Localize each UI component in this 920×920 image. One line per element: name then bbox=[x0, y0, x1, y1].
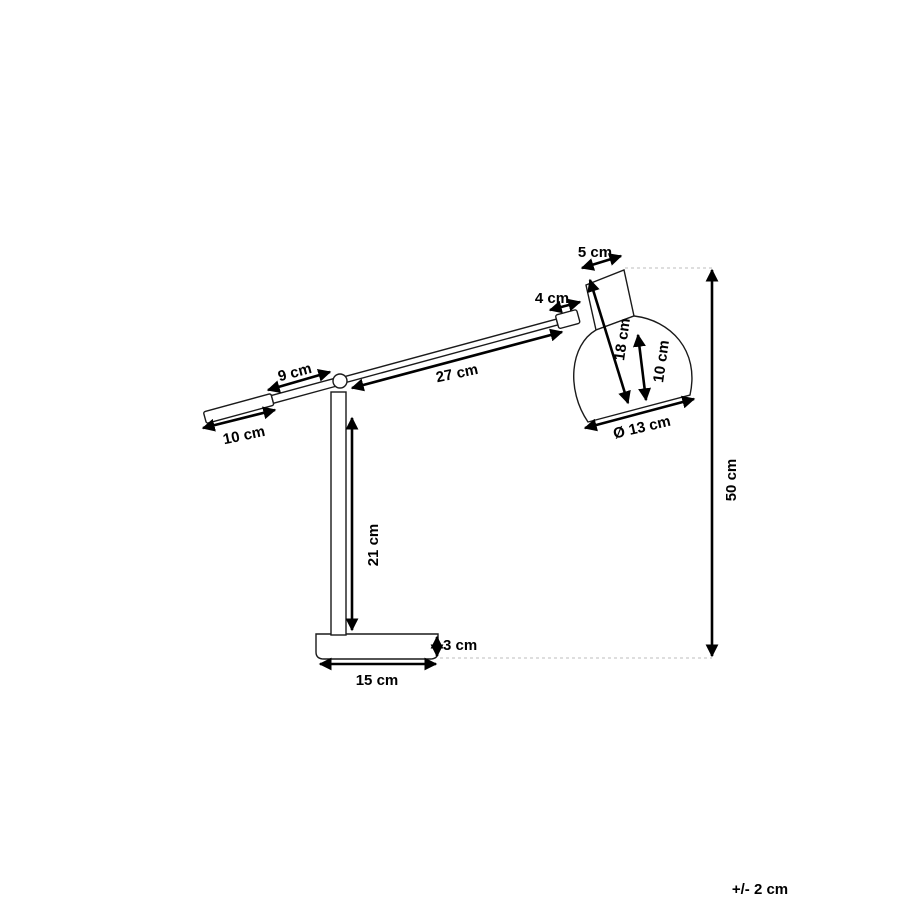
total-height-label: 50 cm bbox=[723, 459, 740, 502]
tolerance-note: +/- 2 cm bbox=[732, 881, 788, 898]
shade-height-arrow bbox=[632, 333, 652, 402]
lamp-base bbox=[315, 633, 439, 660]
shade-length-arrow bbox=[587, 278, 631, 405]
shade-diameter-arrow bbox=[583, 395, 696, 432]
pivot-knob bbox=[332, 373, 348, 389]
shade-height-label: 10 cm bbox=[650, 339, 673, 383]
pole-height-label: 21 cm bbox=[365, 524, 382, 567]
shade-top-label: 5 cm bbox=[578, 244, 612, 261]
shade-length-label: 18 cm bbox=[611, 317, 634, 361]
shade-top-arrow bbox=[580, 253, 623, 271]
joint-label: 4 cm bbox=[535, 290, 569, 307]
dimension-labels: 21 cm 3 cm 15 cm 10 cm 9 cm 27 cm 4 cm 5… bbox=[221, 244, 788, 898]
reference-guides bbox=[440, 267, 712, 659]
arm-joint bbox=[555, 309, 581, 330]
counterweight-arrow bbox=[201, 406, 277, 432]
lamp-arm bbox=[203, 309, 581, 424]
base-width-label: 15 cm bbox=[356, 672, 399, 689]
lamp-pole bbox=[330, 391, 347, 636]
dimension-arrows bbox=[201, 253, 719, 671]
counterweight-label: 10 cm bbox=[221, 423, 266, 448]
front-arm-arrow bbox=[350, 328, 564, 392]
rear-arm-arrow bbox=[266, 369, 332, 393]
joint-arrow bbox=[548, 298, 582, 314]
base-height-label: 3 cm bbox=[443, 637, 477, 654]
lamp-shade bbox=[573, 315, 693, 423]
